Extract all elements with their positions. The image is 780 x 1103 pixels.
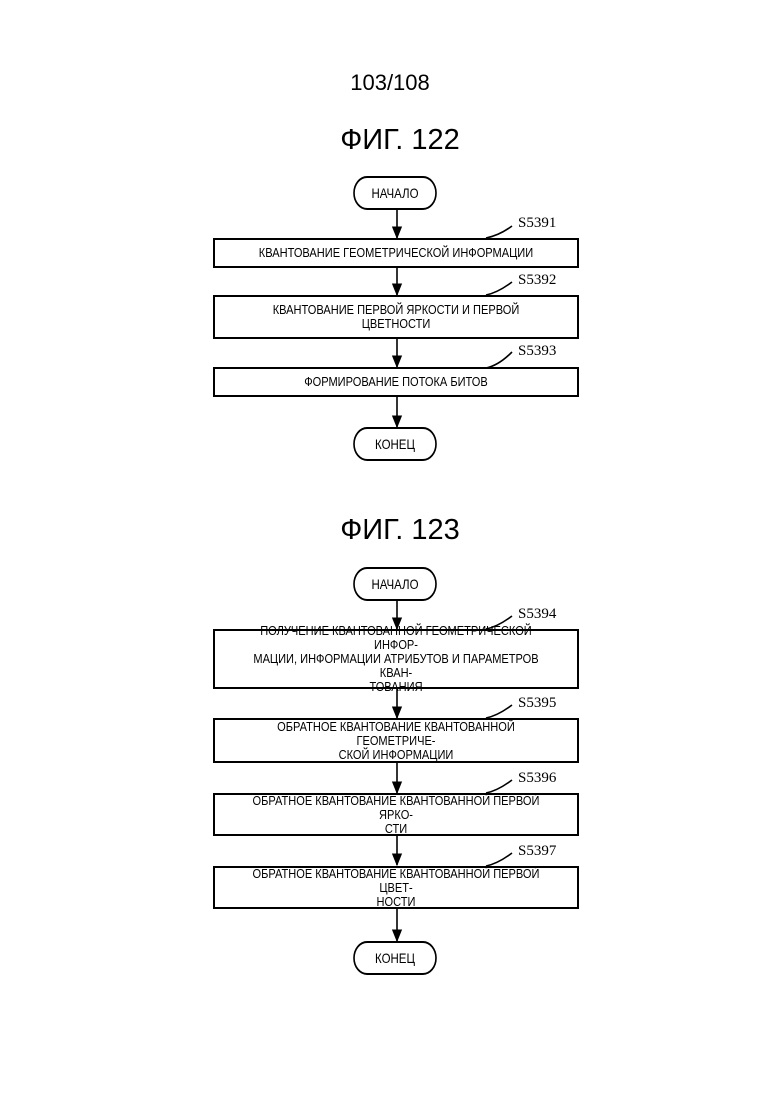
leader-s5391: [486, 226, 512, 238]
fig123-process-step-4: ОБРАТНОЕ КВАНТОВАНИЕ КВАНТОВАННОЙ ПЕРВОЙ…: [213, 866, 579, 909]
fig122-end-label: КОНЕЦ: [375, 436, 415, 452]
fig123-process-step-1: ПОЛУЧЕНИЕ КВАНТОВАННОЙ ГЕОМЕТРИЧЕСКОЙ ИН…: [213, 629, 579, 689]
fig122-process-step-3: ФОРМИРОВАНИЕ ПОТОКА БИТОВ: [213, 367, 579, 397]
leader-s5395: [486, 705, 512, 718]
fig123-title: ФИГ. 123: [0, 514, 780, 547]
leader-s5397: [486, 853, 512, 866]
fig123-process-step-2: ОБРАТНОЕ КВАНТОВАНИЕ КВАНТОВАННОЙ ГЕОМЕТ…: [213, 718, 579, 763]
fig122-end-terminal: КОНЕЦ: [353, 427, 437, 461]
fig123-end-label: КОНЕЦ: [375, 950, 415, 966]
fig123-step-label-2: S5395: [518, 695, 556, 712]
fig122-step-text-1: КВАНТОВАНИЕ ГЕОМЕТРИЧЕСКОЙ ИНФОРМАЦИИ: [251, 246, 542, 260]
fig122-step-text-2: КВАНТОВАНИЕ ПЕРВОЙ ЯРКОСТИ И ПЕРВОЙ ЦВЕТ…: [251, 303, 542, 331]
fig123-step-label-3: S5396: [518, 770, 556, 787]
page-number: 103/108: [0, 70, 780, 96]
fig123-step-text-3: ОБРАТНОЕ КВАНТОВАНИЕ КВАНТОВАННОЙ ПЕРВОЙ…: [251, 794, 542, 836]
fig122-start-label: НАЧАЛО: [371, 185, 418, 201]
fig122-start-terminal: НАЧАЛО: [353, 176, 437, 210]
fig123-step-label-4: S5397: [518, 843, 556, 860]
leader-s5396: [486, 780, 512, 793]
leader-s5392: [486, 282, 512, 295]
fig123-start-label: НАЧАЛО: [371, 576, 418, 592]
fig123-step-text-4: ОБРАТНОЕ КВАНТОВАНИЕ КВАНТОВАННОЙ ПЕРВОЙ…: [251, 867, 542, 909]
fig123-start-terminal: НАЧАЛО: [353, 567, 437, 601]
fig123-process-step-3: ОБРАТНОЕ КВАНТОВАНИЕ КВАНТОВАННОЙ ПЕРВОЙ…: [213, 793, 579, 836]
fig123-end-terminal: КОНЕЦ: [353, 941, 437, 975]
fig123-step-text-2: ОБРАТНОЕ КВАНТОВАНИЕ КВАНТОВАННОЙ ГЕОМЕТ…: [251, 720, 542, 762]
fig122-step-label-3: S5393: [518, 343, 556, 360]
fig123-step-text-1: ПОЛУЧЕНИЕ КВАНТОВАННОЙ ГЕОМЕТРИЧЕСКОЙ ИН…: [251, 624, 542, 694]
fig122-process-step-2: КВАНТОВАНИЕ ПЕРВОЙ ЯРКОСТИ И ПЕРВОЙ ЦВЕТ…: [213, 295, 579, 339]
fig122-process-step-1: КВАНТОВАНИЕ ГЕОМЕТРИЧЕСКОЙ ИНФОРМАЦИИ: [213, 238, 579, 268]
fig122-step-label-1: S5391: [518, 215, 556, 232]
leader-s5393: [486, 352, 512, 368]
fig122-title: ФИГ. 122: [0, 124, 780, 157]
fig123-step-label-1: S5394: [518, 606, 556, 623]
fig122-step-label-2: S5392: [518, 272, 556, 289]
fig122-step-text-3: ФОРМИРОВАНИЕ ПОТОКА БИТОВ: [251, 375, 542, 389]
